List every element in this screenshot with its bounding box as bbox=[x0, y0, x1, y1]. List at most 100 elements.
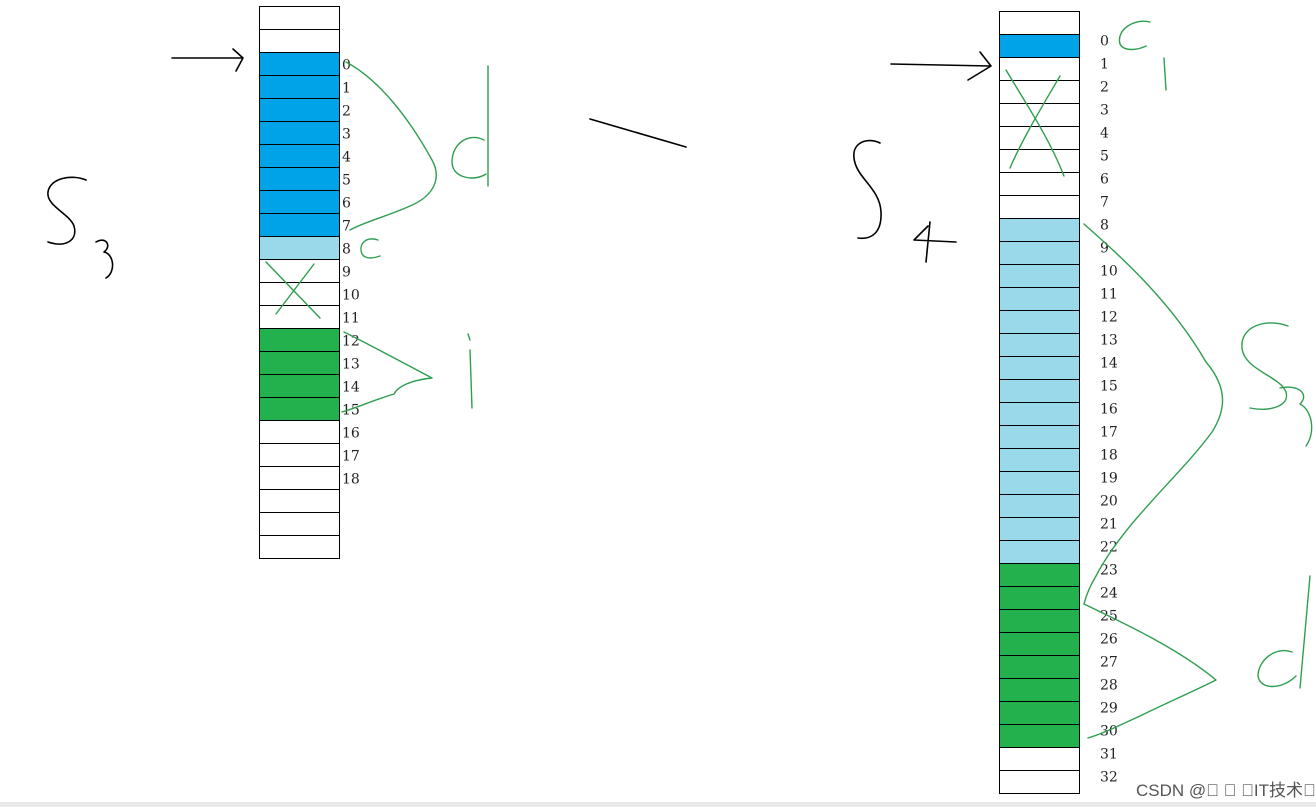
cell-index-label: 7 bbox=[342, 219, 351, 235]
cell-index-label: 17 bbox=[1100, 425, 1118, 441]
memory-cell-green bbox=[259, 374, 340, 398]
cell-index-label: 30 bbox=[1100, 724, 1118, 740]
memory-cell-light_blue bbox=[999, 379, 1080, 403]
cell-index-label: 8 bbox=[342, 242, 351, 258]
memory-cell-empty bbox=[999, 57, 1080, 81]
left-cross-mark bbox=[265, 261, 321, 319]
cell-index-label: 5 bbox=[1100, 149, 1109, 165]
cell-index-label: 12 bbox=[1100, 310, 1118, 326]
cell-index-label: 14 bbox=[1100, 356, 1118, 372]
memory-cell-light_blue bbox=[999, 517, 1080, 541]
left-pointer-arrow bbox=[171, 48, 244, 72]
memory-cell-dark_blue bbox=[259, 52, 340, 76]
memory-cell-light_blue bbox=[999, 356, 1080, 380]
memory-cell-green bbox=[999, 632, 1080, 656]
cell-index-label: 31 bbox=[1100, 747, 1118, 763]
memory-cell-dark_blue bbox=[259, 190, 340, 214]
memory-cell-dark_blue bbox=[259, 121, 340, 145]
left-letter-c bbox=[360, 238, 381, 259]
left-letter-i bbox=[467, 333, 473, 409]
memory-cell-empty bbox=[259, 489, 340, 513]
cell-index-label: 18 bbox=[1100, 448, 1118, 464]
watermark: CSDN @     IT技术  bbox=[1136, 781, 1316, 800]
cell-index-label: 3 bbox=[1100, 103, 1109, 119]
memory-cell-empty bbox=[259, 535, 340, 559]
cell-index-label: 26 bbox=[1100, 632, 1118, 648]
cell-index-label: 1 bbox=[342, 81, 351, 97]
memory-cell-light_blue bbox=[999, 333, 1080, 357]
memory-cell-empty bbox=[259, 6, 340, 30]
memory-cell-dark_blue bbox=[259, 75, 340, 99]
memory-cell-empty bbox=[259, 282, 340, 306]
memory-cell-empty bbox=[999, 195, 1080, 219]
memory-cell-green bbox=[999, 563, 1080, 587]
memory-cell-dark_blue bbox=[259, 144, 340, 168]
memory-cell-empty bbox=[259, 420, 340, 444]
memory-cell-empty bbox=[259, 305, 340, 329]
memory-cell-light_blue bbox=[999, 494, 1080, 518]
memory-cell-green bbox=[999, 678, 1080, 702]
minus-stroke bbox=[589, 118, 687, 148]
right-brace-8-23 bbox=[1083, 223, 1224, 605]
cell-index-label: 14 bbox=[342, 380, 360, 396]
memory-cell-green bbox=[999, 724, 1080, 748]
memory-cell-empty bbox=[259, 466, 340, 490]
right-letter-d bbox=[1257, 575, 1311, 689]
right-memory-column: 0123456789101112131415161718192021222324… bbox=[999, 11, 1118, 794]
memory-cell-empty bbox=[259, 259, 340, 283]
cell-index-label: 11 bbox=[342, 311, 360, 327]
memory-cell-green bbox=[999, 609, 1080, 633]
cell-index-label: 15 bbox=[342, 403, 360, 419]
cell-index-label: 5 bbox=[342, 173, 351, 189]
cell-index-label: 11 bbox=[1100, 287, 1118, 303]
right-pointer-arrow bbox=[890, 51, 992, 81]
memory-cell-empty bbox=[999, 770, 1080, 794]
left-brace-0-7 bbox=[345, 61, 437, 231]
memory-cell-empty bbox=[259, 29, 340, 53]
cell-index-label: 7 bbox=[1100, 195, 1109, 211]
cell-index-label: 0 bbox=[342, 58, 351, 74]
memory-cell-empty bbox=[999, 149, 1080, 173]
memory-cell-empty bbox=[259, 512, 340, 536]
memory-cell-green bbox=[259, 328, 340, 352]
cell-index-label: 17 bbox=[342, 449, 360, 465]
cell-index-label: 3 bbox=[342, 127, 351, 143]
memory-cell-green bbox=[999, 701, 1080, 725]
memory-cell-empty bbox=[259, 443, 340, 467]
memory-cell-empty bbox=[999, 103, 1080, 127]
memory-cell-empty bbox=[999, 747, 1080, 771]
memory-cell-dark_blue bbox=[259, 167, 340, 191]
cell-index-label: 9 bbox=[1100, 241, 1109, 257]
memory-cell-empty bbox=[999, 80, 1080, 104]
cell-index-label: 22 bbox=[1100, 540, 1118, 556]
cell-index-label: 0 bbox=[1100, 34, 1109, 50]
memory-cell-light_blue bbox=[999, 425, 1080, 449]
memory-cell-light_blue bbox=[259, 236, 340, 260]
memory-cell-empty bbox=[999, 172, 1080, 196]
cell-index-label: 18 bbox=[342, 472, 360, 488]
cell-index-label: 13 bbox=[342, 357, 360, 373]
cell-index-label: 29 bbox=[1100, 701, 1118, 717]
right-brace-24-31 bbox=[1083, 603, 1217, 739]
cell-index-label: 6 bbox=[342, 196, 351, 212]
cell-index-label: 21 bbox=[1100, 517, 1118, 533]
cell-index-label: 2 bbox=[1100, 80, 1109, 96]
cell-index-label: 8 bbox=[1100, 218, 1109, 234]
cell-index-label: 10 bbox=[342, 288, 360, 304]
cell-index-label: 2 bbox=[342, 104, 351, 120]
cell-index-label: 15 bbox=[1100, 379, 1118, 395]
memory-cell-light_blue bbox=[999, 448, 1080, 472]
cell-index-label: 20 bbox=[1100, 494, 1118, 510]
memory-cell-light_blue bbox=[999, 287, 1080, 311]
bottom-scroll-edge bbox=[0, 802, 1316, 807]
memory-cell-light_blue bbox=[999, 241, 1080, 265]
right-letter-c bbox=[1118, 20, 1167, 91]
memory-cell-empty bbox=[999, 126, 1080, 150]
memory-cell-dark_blue bbox=[259, 213, 340, 237]
cell-index-label: 27 bbox=[1100, 655, 1118, 671]
memory-cell-green bbox=[999, 586, 1080, 610]
memory-cell-light_blue bbox=[999, 218, 1080, 242]
memory-cell-light_blue bbox=[999, 264, 1080, 288]
